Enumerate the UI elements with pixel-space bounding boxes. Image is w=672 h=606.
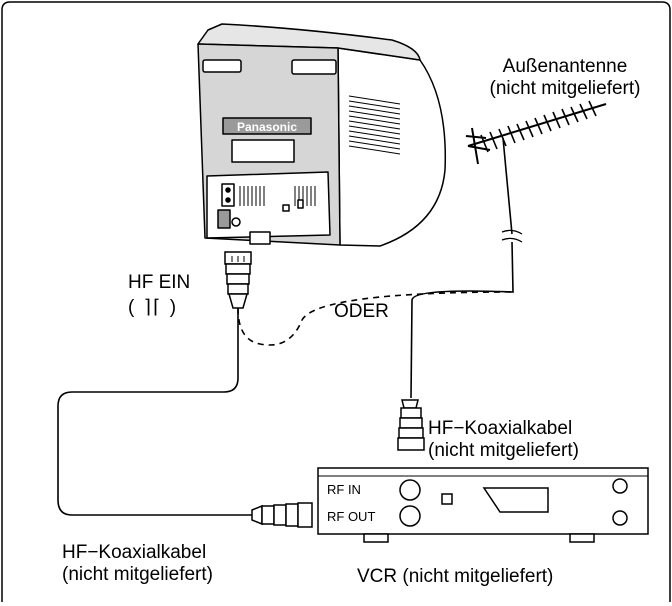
tv-antenna-socket — [231, 217, 241, 227]
vcr-label: VCR (nicht mitgeliefert) — [357, 566, 554, 587]
tv-brand: Panasonic — [237, 120, 297, 134]
vcr-rf-out-socket — [399, 505, 421, 527]
antenna-label-line2: (nicht mitgeliefert) — [489, 78, 641, 99]
antenna-boom — [467, 103, 607, 147]
tv-side-vents — [348, 95, 401, 155]
tv-scart-socket — [249, 231, 271, 245]
antenna-label-line1: Außenantenne — [502, 56, 628, 77]
or-label: ODER — [334, 301, 389, 322]
tv-switch — [221, 183, 235, 207]
antenna-label: Außenantenne (nicht mitgeliefert) — [460, 56, 670, 100]
tv-brand-plate — [222, 117, 312, 135]
vcr-foot-right — [569, 533, 595, 543]
tv-label-box — [231, 139, 295, 163]
tv-port-strip — [217, 209, 231, 229]
tv-set: Panasonic — [197, 23, 447, 247]
cable-tv-to-vcr — [57, 308, 252, 516]
cable-bottom-label: HF−Koaxialkabel (nicht mitgeliefert) — [62, 542, 213, 586]
antenna-cable — [410, 241, 514, 399]
vcr: RF IN RF OUT — [317, 467, 649, 543]
tv-top — [197, 23, 421, 61]
cable-bottom-label-line2: (nicht mitgeliefert) — [62, 564, 213, 585]
alternative-connection-dashed — [237, 291, 514, 346]
vcr-body — [317, 467, 649, 535]
tv-handle-left — [202, 59, 242, 73]
cable-bottom-label-line1: HF−Koaxialkabel — [62, 542, 207, 563]
tv-side — [337, 47, 447, 247]
tv-handle-right — [291, 59, 337, 75]
rf-out-plug — [251, 502, 313, 528]
rf-in-plug — [397, 399, 425, 451]
hf-in-symbol: ( ⌉⌈ ) — [128, 297, 179, 318]
vcr-foot-left — [363, 533, 389, 543]
vcr-rf-in-socket — [399, 479, 421, 501]
hf-in-label: HF EIN — [128, 272, 191, 293]
antenna-downlead — [502, 137, 513, 235]
vcr-scart — [482, 487, 549, 513]
outdoor-antenna — [410, 100, 607, 399]
vcr-rf-out-label: RF OUT — [327, 509, 375, 524]
vcr-rf-in-label: RF IN — [327, 482, 361, 497]
tv-panel-vents — [239, 186, 316, 206]
cable-top-label: HF−Koaxialkabel (nicht mitgeliefert) — [428, 418, 579, 462]
cable-top-label-line2: (nicht mitgeliefert) — [428, 440, 579, 461]
cable-top-label-line1: HF−Koaxialkabel — [428, 418, 573, 439]
cable-break — [501, 229, 523, 243]
antenna-reflector — [465, 127, 491, 165]
hf-in-plug — [224, 251, 252, 309]
